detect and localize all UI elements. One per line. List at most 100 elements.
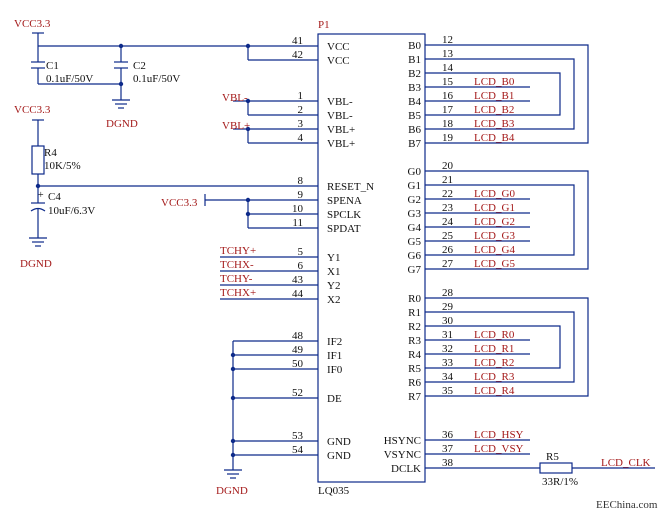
net-label: LCD_G0 [474, 188, 515, 200]
c1-ref: C1 [46, 60, 59, 72]
net-label: LCD_R0 [474, 329, 515, 341]
net-label: LCD_G1 [474, 202, 515, 214]
pin-number: 41 [292, 35, 303, 47]
net-label: LCD_R1 [474, 343, 514, 355]
r4-body [31, 145, 45, 175]
pin-number: 49 [292, 344, 304, 356]
junction-dot [245, 126, 251, 132]
junction-dot [245, 98, 251, 104]
c1-value: 0.1uF/50V [46, 73, 93, 85]
net-label: LCD_R2 [474, 357, 514, 369]
pin-name: DCLK [391, 463, 421, 475]
pin-name: B3 [408, 82, 421, 94]
vcc-top-label: VCC3.3 [14, 18, 51, 30]
pin-name: R1 [408, 307, 421, 319]
chip-designator: P1 [318, 19, 330, 31]
pin-number: 43 [292, 274, 304, 286]
wire [465, 325, 561, 369]
pin-number: 19 [442, 132, 454, 144]
pin-number: 31 [442, 329, 453, 341]
pin-name: SPCLK [327, 209, 361, 221]
r5-ref: R5 [546, 451, 559, 463]
pin-number: 18 [442, 118, 454, 130]
junction-dot [230, 452, 236, 458]
pin-number: 16 [442, 90, 454, 102]
pin-name: G7 [408, 264, 422, 276]
pin-name: VBL- [327, 110, 353, 122]
pin-name: G6 [408, 250, 422, 262]
pin-number: 28 [442, 287, 454, 299]
pin-name: B0 [408, 40, 421, 52]
wire [465, 72, 561, 116]
junction-dot [230, 395, 236, 401]
pin-number: 5 [298, 246, 304, 258]
pin-name: IF1 [327, 350, 342, 362]
pin-number: 48 [292, 330, 304, 342]
pin-name: G1 [408, 180, 421, 192]
pin-name: DE [327, 393, 342, 405]
net-label: LCD_G2 [474, 216, 515, 228]
pin-number: 54 [292, 444, 304, 456]
wire [465, 58, 575, 130]
watermark: EEChina.com [596, 499, 658, 511]
pin-name: VBL+ [327, 138, 355, 150]
pin-number: 24 [442, 216, 454, 228]
c2-ref: C2 [133, 60, 146, 72]
pin-number: 25 [442, 230, 454, 242]
pin-number: 27 [442, 258, 454, 270]
pin-number: 11 [292, 217, 303, 229]
pin-number: 26 [442, 244, 454, 256]
junction-dot [118, 43, 124, 49]
pin-number: 44 [292, 288, 304, 300]
dgnd-label-3: DGND [216, 485, 248, 497]
pin-name: B4 [408, 96, 421, 108]
components [29, 32, 573, 479]
r4-ref: R4 [44, 147, 57, 159]
r5-value: 33R/1% [542, 476, 578, 488]
net-vbl-minus: VBL- [222, 92, 248, 104]
junction-dot [245, 211, 251, 217]
pin-number: 29 [442, 301, 454, 313]
vcc-mid-label: VCC3.3 [14, 104, 51, 116]
pin-name: R0 [408, 293, 421, 305]
pin-number: 4 [298, 132, 304, 144]
pin-name: VCC [327, 55, 350, 67]
pin-number: 23 [442, 202, 454, 214]
r5-body [539, 462, 573, 474]
lcd-clk-net: LCD_CLK [601, 457, 651, 469]
pin-number: 53 [292, 430, 304, 442]
vcc-spena-label: VCC3.3 [161, 197, 198, 209]
pin-name: B6 [408, 124, 421, 136]
net-label: LCD_G3 [474, 230, 515, 242]
pin-number: 12 [442, 34, 453, 46]
net-tchx-minus: TCHX- [220, 259, 254, 271]
pin-number: 15 [442, 76, 454, 88]
wires [37, 33, 655, 470]
junctions [35, 43, 251, 458]
pin-number: 38 [442, 457, 454, 469]
pin-name: VCC [327, 41, 350, 53]
net-label: LCD_B4 [474, 132, 515, 144]
pin-name: R5 [408, 363, 421, 375]
net-tchy-plus: TCHY+ [220, 245, 256, 257]
wire [465, 170, 589, 270]
dgnd-label-1: DGND [106, 118, 138, 130]
pin-number: 30 [442, 315, 454, 327]
junction-dot [245, 43, 251, 49]
pin-name: R7 [408, 391, 421, 403]
pin-number: 14 [442, 62, 454, 74]
net-label: LCD_B3 [474, 118, 515, 130]
junction-dot [230, 352, 236, 358]
pin-name: RESET_N [327, 181, 374, 193]
pin-number: 10 [292, 203, 304, 215]
net-tchx-plus: TCHX+ [220, 287, 256, 299]
dgnd-label-2: DGND [20, 258, 52, 270]
pin-number: 1 [298, 90, 304, 102]
pin-name: B1 [408, 54, 421, 66]
pin-number: 33 [442, 357, 454, 369]
pin-name: R3 [408, 335, 421, 347]
junction-dot [230, 366, 236, 372]
pin-number: 13 [442, 48, 454, 60]
pin-number: 35 [442, 385, 454, 397]
